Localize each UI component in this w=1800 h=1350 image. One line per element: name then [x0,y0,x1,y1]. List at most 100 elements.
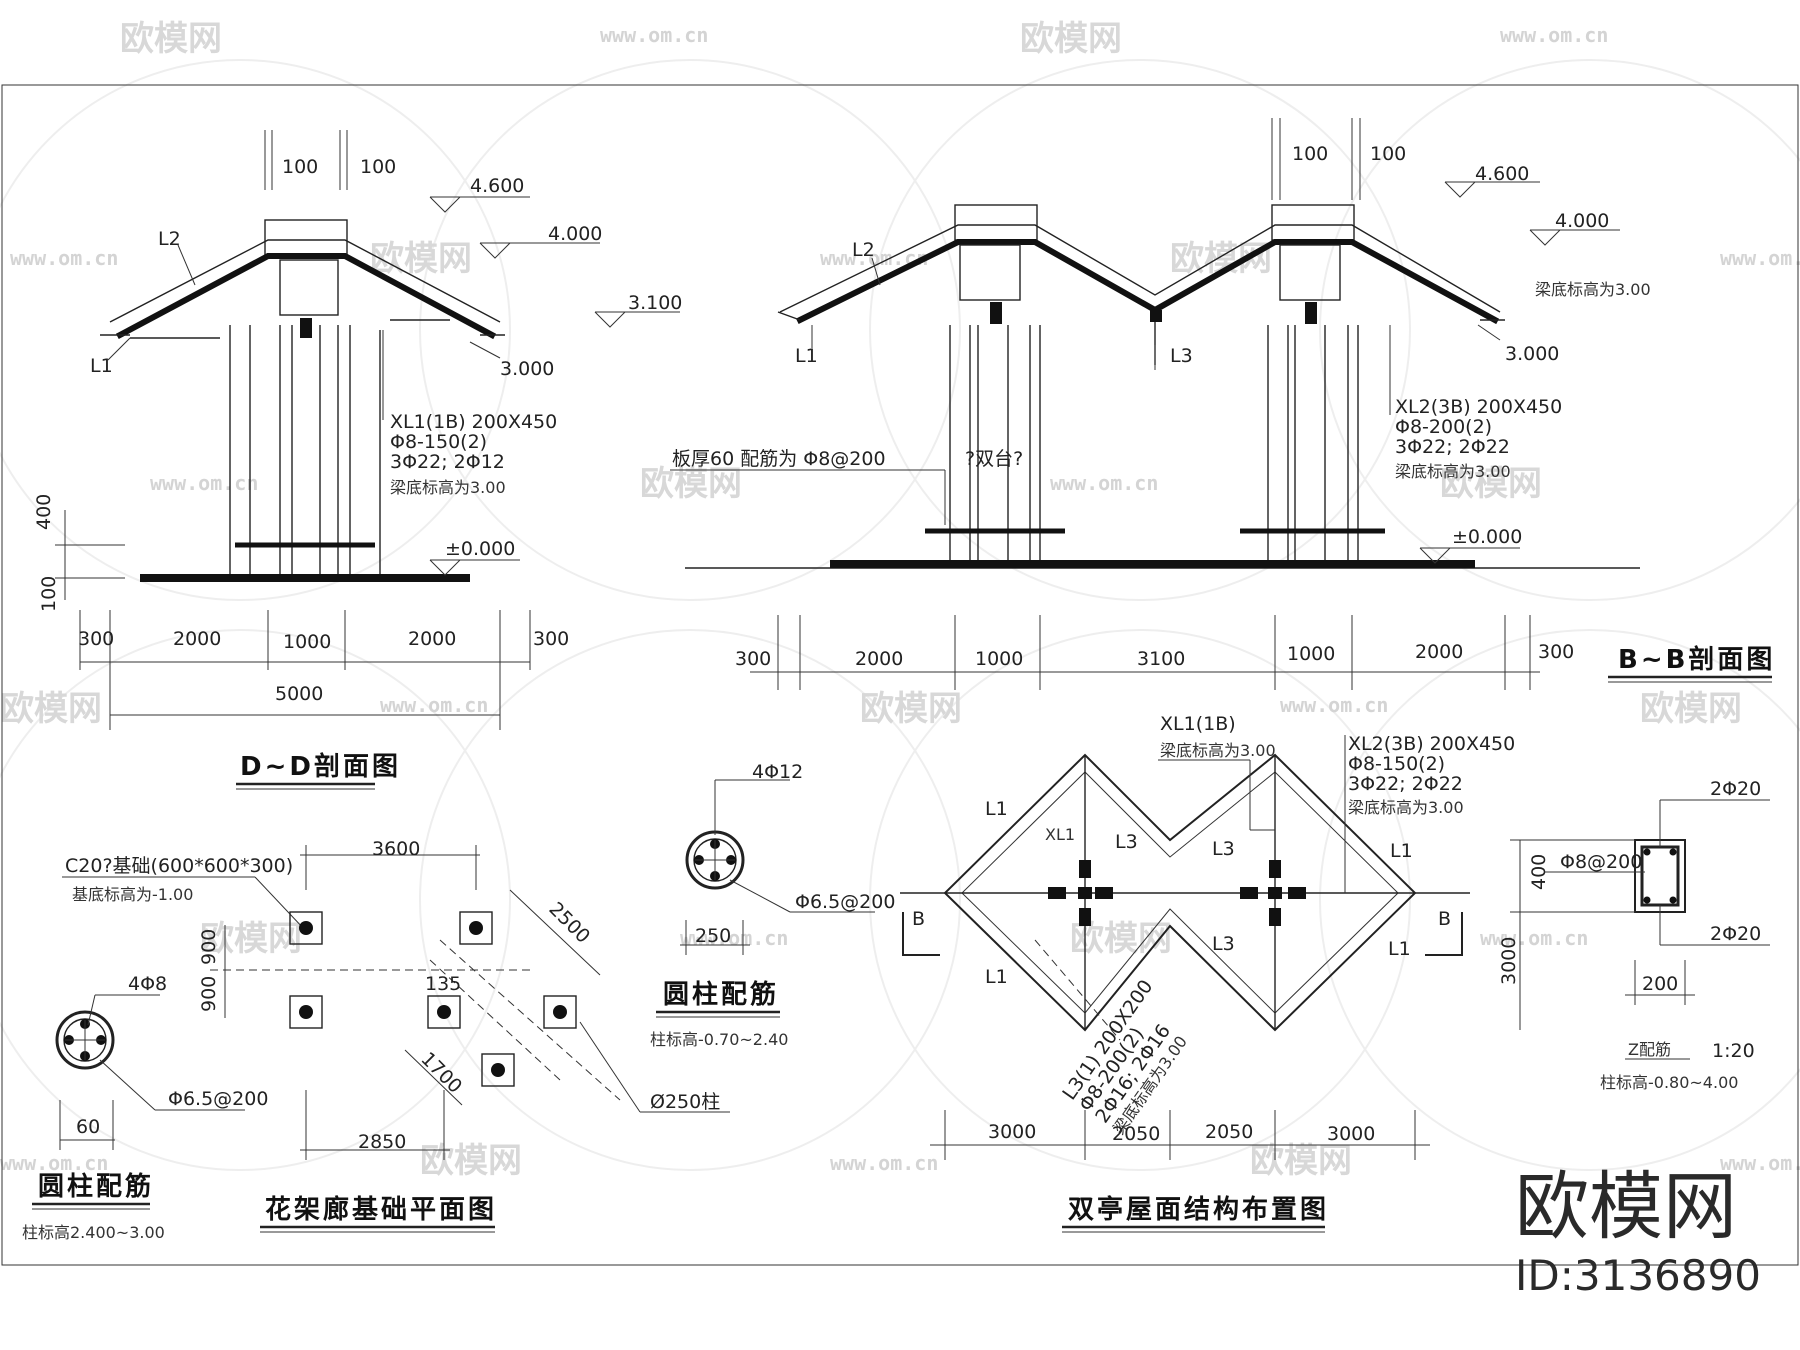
plan-dim: 900 [198,976,220,1012]
watermark-logo: 欧模网 [1640,689,1742,729]
beam-note: 3Φ22; 2Φ22 [1348,773,1463,795]
dim-bottom: 2000 [173,628,221,650]
beam-label: L3 [1115,831,1138,853]
detail-label: 4Φ12 [752,761,803,783]
detail-label: Φ6.5@200 [168,1088,268,1110]
section-mark: B [912,908,925,930]
beam-note: 3Φ22; 2Φ22 [1395,436,1510,458]
brand-logo-text: 欧模网 [1515,1164,1737,1250]
detail-title: 圆柱配筋 [38,1171,154,1202]
detail-label: 4Φ8 [128,973,167,995]
watermark-url: www.om.cn [680,926,788,950]
dim-bottom: 2000 [408,628,456,650]
dim-top: 100 [1292,143,1328,165]
watermark-url: www.om.cn [1050,471,1158,495]
plan-title: 双亭屋面结构布置图 [1068,1194,1329,1225]
watermark-logo: 欧模网 [1250,1141,1352,1181]
dim-bottom: 2050 [1205,1121,1253,1143]
watermark-pattern [0,59,1800,1171]
watermark-logo: 欧模网 [1020,19,1122,59]
watermark-url: www.om.cn [1720,246,1800,270]
watermark-url: www.om.cn [830,1151,938,1175]
watermark-url: www.om.cn [150,471,258,495]
detail-label: Φ6.5@200 [795,891,895,913]
dim-bottom: 1000 [975,648,1023,670]
roof-plan: L1 L1 L1 L1 XL1 L3 L3 L3 B B XL1(1B) 梁底标… [900,713,1515,1233]
beam-note: Φ8-150(2) [1348,753,1445,775]
footing-note: C20?基础(600*600*300) [65,855,293,877]
level-mark: 4.000 [548,223,602,245]
beam-note: Φ8-150(2) [390,431,487,453]
beam-label: XL1 [1045,825,1075,844]
beam-note: XL1(1B) [1160,713,1236,735]
watermark-url: www.om.cn [0,1151,108,1175]
beam-label: L1 [1390,840,1413,862]
dim-total: 5000 [275,683,323,705]
watermark-logo: 欧模网 [200,919,302,959]
dim-top: 100 [1370,143,1406,165]
dim-bottom: 2000 [855,648,903,670]
beam-note: 梁底标高为3.00 [1395,462,1511,481]
plan-dim: 1700 [416,1048,466,1098]
dim-bottom: 300 [1538,641,1574,663]
vert-dim: 400 [33,494,55,530]
drawing-frame [1,84,1799,1266]
foundation-plan: C20?基础(600*600*300) 基底标高为-1.00 3600 2500… [62,838,730,1233]
beam-note: 梁底标高为3.00 [1348,798,1464,817]
detail-scale: 1:20 [1712,1040,1755,1062]
detail-dim: 3000 [1498,937,1520,985]
watermark-url: www.om.cn [1480,926,1588,950]
brand-id: ID:3136890 [1515,1251,1761,1300]
watermark-url: www.om.cn [380,693,488,717]
column-note: Ø250柱 [650,1091,720,1113]
level-mark: 3.000 [1505,343,1559,365]
watermark-url: www.om.cn [1280,693,1388,717]
label-l2: L2 [852,239,875,261]
beam-label: L1 [985,798,1008,820]
plan-dim: 2500 [544,898,594,948]
section-dd: 100 100 4.600 4.000 3.100 3.00 [33,130,682,790]
detail-title: 圆柱配筋 [663,979,779,1010]
beam-label: L3 [1212,933,1235,955]
watermark-url: www.om.cn [10,246,118,270]
roof-line [115,253,497,340]
column-detail-left: 4Φ8 Φ6.5@200 60 圆柱配筋 柱标高2.400~3.00 [22,973,268,1242]
section-bb: 100 100 4.600 [670,118,1775,690]
label-l3: L3 [1170,345,1193,367]
level-mark: ±0.000 [1452,526,1522,548]
watermark-logo: 欧模网 [420,1141,522,1181]
vert-dim: 100 [38,576,60,612]
plan-dim: 135 [425,973,461,995]
watermark-url: www.om.cn [1500,23,1608,47]
dim-bottom: 300 [533,628,569,650]
dim-bottom: 3000 [988,1121,1036,1143]
watermark-logo: 欧模网 [640,464,742,504]
dim-bottom: 3100 [1137,648,1185,670]
label-l1: L1 [90,355,113,377]
column-detail-mid: 4Φ12 Φ6.5@200 250 圆柱配筋 柱标高-0.70~2.40 [650,761,895,1049]
beam-note: Φ8-200(2) [1395,416,1492,438]
plan-title: 花架廊基础平面图 [265,1194,497,1225]
detail-dim: 200 [1642,973,1678,995]
dim-bottom: 1000 [1287,643,1335,665]
section-title: B~B剖面图 [1618,644,1775,675]
detail-label: 2Φ20 [1710,778,1761,800]
watermark-logo: 欧模网 [1440,464,1542,504]
detail-dim: 250 [695,925,731,947]
plan-dim: 2850 [358,1131,406,1153]
dim-bottom: 3000 [1327,1123,1375,1145]
watermark-texts: 欧模网 www.om.cn 欧模网 www.om.cn 欧模网 www.om.c… [0,19,1800,1181]
plan-dim: 900 [198,929,220,965]
detail-note: 柱标高-0.80~4.00 [1600,1073,1738,1092]
column-detail-z: 2Φ20 Φ8@200 2Φ20 400 3000 200 Z配筋 1:20 柱… [1498,778,1770,1092]
label-l1: L1 [795,345,818,367]
level-mark: 3.000 [500,358,554,380]
section-mark: B [1438,908,1451,930]
detail-dim: 400 [1528,854,1550,890]
beam-label: L3 [1212,838,1235,860]
plan-dim: 3600 [372,838,420,860]
dim-bottom: 300 [735,648,771,670]
level-mark: 4.600 [470,175,524,197]
beam-note: 3Φ22; 2Φ12 [390,451,505,473]
level-mark: 4.000 [1555,210,1609,232]
